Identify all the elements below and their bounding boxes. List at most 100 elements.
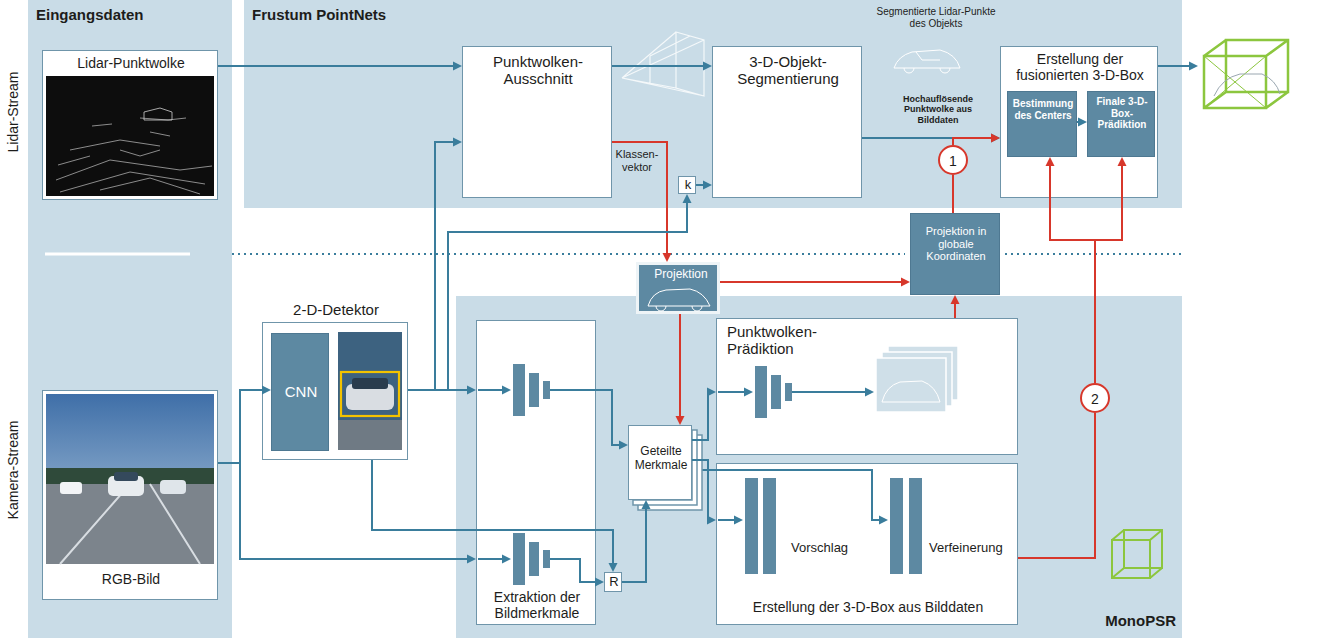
connector-line <box>596 390 621 445</box>
output-arrow <box>1158 65 1190 67</box>
node-text: Vorschlag <box>791 541 869 556</box>
process-block: CNN <box>271 333 329 451</box>
text-slot: Projektion in globale Koordinaten <box>914 225 998 263</box>
process-box: Lidar-Punktwolke <box>42 50 218 200</box>
data-flow-red <box>612 142 672 262</box>
arrow-head <box>676 416 685 425</box>
arrow-head <box>901 278 910 287</box>
connector-line <box>1018 413 1095 558</box>
connector-line <box>218 390 264 463</box>
data-flow-red <box>951 295 960 318</box>
node-text: Finale 3-D-Box- Prädiktion <box>1090 96 1154 131</box>
arrow-head <box>262 386 271 395</box>
process-block: Bestimmung des Centers <box>1007 91 1077 157</box>
text-slot: R <box>605 575 623 590</box>
arrow-head <box>991 134 1000 143</box>
feature-stack <box>633 430 702 510</box>
connector-line <box>408 142 455 390</box>
connector-line <box>612 142 667 255</box>
process-box: Geteilte Merkmale <box>628 425 692 500</box>
text-slot: Finale 3-D-Box- Prädiktion <box>1090 96 1154 131</box>
text-slot: Erstellung der fusionierten 3-D-Box <box>1004 51 1156 83</box>
arrow-head <box>467 386 476 395</box>
text-slot: Segmentierte Lidar-Punkte des Objekts <box>876 6 996 29</box>
connector-line <box>862 137 993 139</box>
data-flow-arrow <box>408 138 462 391</box>
box-network-bars <box>745 478 922 574</box>
text-slot: Extraktion der Bildmerkmale <box>481 589 593 621</box>
data-flow-arrow <box>595 578 604 587</box>
text-slot: CNN <box>272 383 330 400</box>
process-box: Punktwolken- Prädiktion <box>716 318 1018 455</box>
node-text: 2 <box>1082 391 1108 407</box>
process-box: Vorschlag VerfeinerungErstellung der 3-D-… <box>716 463 1018 625</box>
text-slot: Punktwolken- Prädiktion <box>727 323 839 358</box>
connector-line <box>692 460 709 520</box>
connector-line <box>696 184 705 186</box>
node-text: 3-D-Objekt- Segmentierung <box>717 53 859 88</box>
text-slot: Bestimmung des Centers <box>1010 98 1076 121</box>
node-text: Erstellung der 3-D-Box aus Bilddaten <box>723 599 1013 615</box>
arrow-head <box>703 181 712 190</box>
process-box: Extraktion der Bildmerkmale <box>476 320 596 625</box>
text-slot: Lidar-Punktwolke <box>47 55 215 71</box>
text-slot: Vorschlag <box>791 541 869 556</box>
connector-line <box>408 389 469 391</box>
connector-line <box>596 581 597 583</box>
node-text: Projektion in globale Koordinaten <box>914 225 998 263</box>
arrow-head <box>991 134 1000 143</box>
arrow-head <box>502 386 888 564</box>
data-flow-red <box>953 175 954 213</box>
arrow-head <box>707 388 716 397</box>
stream-label: Kamera-Stream <box>5 421 21 520</box>
node-text: Punktwolken- Prädiktion <box>727 323 839 358</box>
segmented-points <box>894 50 960 73</box>
node-text: Projektion <box>641 268 721 282</box>
connector-line <box>679 314 681 418</box>
arrow-head <box>683 194 692 203</box>
text-slot: Erstellung der 3-D-Box aus Bilddaten <box>723 599 1013 615</box>
connector-line <box>954 302 956 318</box>
text-slot: Frustum PointNets <box>252 6 452 23</box>
node-text: Geteilte Merkmale <box>631 445 691 473</box>
text-slot: MonoPSR <box>1100 612 1176 629</box>
node-text: 1 <box>940 153 966 169</box>
data-flow-red <box>953 134 1000 146</box>
text-slot: Klassen- vektor <box>612 148 662 173</box>
data-flow-arrow <box>372 460 618 572</box>
arrow-head <box>619 441 628 450</box>
annotation-label: Klassen- vektor <box>612 148 662 173</box>
process-box: R <box>604 572 622 592</box>
data-flow-arrow <box>612 62 712 71</box>
data-flow-red <box>1095 157 1127 383</box>
process-box: 2-D-DetektorCNN <box>262 322 408 460</box>
projection-box: Projektion <box>636 262 720 314</box>
text-slot: k <box>679 178 697 193</box>
dotted-divider <box>232 253 905 255</box>
connector-line <box>1077 121 1080 123</box>
connector-line <box>1095 164 1122 383</box>
text-slot: Lidar-Stream <box>5 72 21 153</box>
panel-region: EingangsdatenLidar-PunktwolkeRGB-Bild <box>28 0 232 638</box>
data-flow-arrow <box>862 134 1000 143</box>
node-text: Frustum PointNets <box>252 6 452 23</box>
point-cloud-stack <box>876 346 958 412</box>
projection-sketch <box>648 289 710 311</box>
text-slot: Punktwolken- Ausschnitt <box>471 53 605 88</box>
data-flow-arrow <box>218 386 271 464</box>
text-slot: 3-D-Objekt- Segmentierung <box>717 53 859 88</box>
data-flow-arrow <box>218 463 476 564</box>
arrow-head <box>609 563 618 572</box>
annotation-label: Segmentierte Lidar-Punkte des Objekts <box>876 6 996 29</box>
data-flow-red <box>1018 413 1095 558</box>
text-slot: 1 <box>940 153 966 169</box>
fused-3d-box <box>1204 40 1288 108</box>
text-slot: Geteilte Merkmale <box>631 445 691 473</box>
node-text: RGB-Bild <box>47 571 215 587</box>
panel-region: MonoPSR Extraktion der Bildmerkmale R Getei… <box>456 296 1182 638</box>
data-flow-arrow <box>408 194 692 390</box>
dotted-divider <box>1005 253 1182 255</box>
text-slot: Verfeinerung <box>929 541 1017 556</box>
